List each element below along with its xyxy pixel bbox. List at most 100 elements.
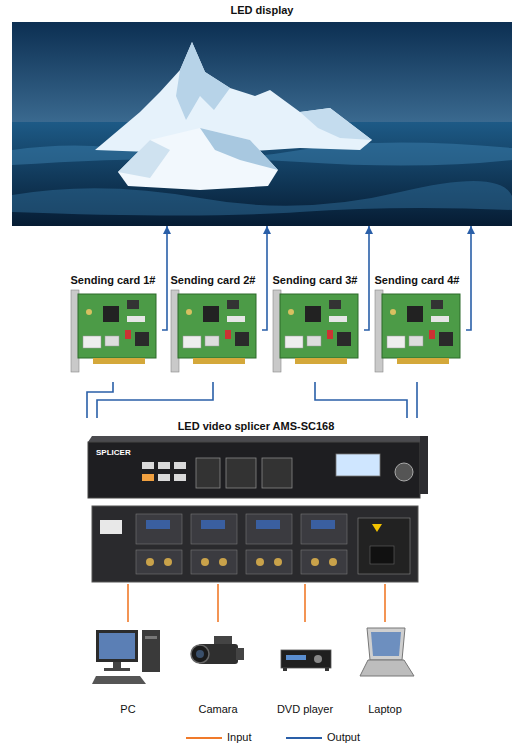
node-label: Sending card 3# <box>266 274 364 287</box>
connector-line <box>162 226 167 330</box>
splicer-device-picture-part <box>256 520 280 529</box>
connector-line <box>416 382 418 418</box>
sending-card-picture-part <box>71 290 156 372</box>
arrow-head <box>365 226 373 234</box>
splicer-device-picture-part <box>301 514 347 544</box>
node-label: PC <box>85 703 171 716</box>
input-device-pictures-part <box>325 668 329 671</box>
led-screen-picture-part <box>12 22 512 226</box>
output-connector <box>97 382 213 418</box>
splicer-device-picture-part <box>372 524 382 532</box>
input-source: Laptop <box>342 622 428 718</box>
legend-samples-part <box>186 737 222 739</box>
input-device-pictures <box>92 628 414 684</box>
sending-card: Sending card 1# <box>64 272 162 382</box>
node-label: Sending card 2# <box>164 274 262 287</box>
splicer-device-picture-part <box>142 462 154 469</box>
node-label: DVD player <box>262 703 348 716</box>
node-label: Sending card 1# <box>64 274 162 287</box>
legend-text: Output <box>327 731 360 744</box>
output-connector <box>466 226 475 330</box>
splicer-device-picture-part <box>174 474 186 481</box>
led-screen-picture-part <box>118 140 170 178</box>
connector-line <box>262 226 267 330</box>
sending-card-picture <box>71 290 460 372</box>
splicer-device-picture-part <box>219 558 227 566</box>
output-connector <box>262 226 271 330</box>
legend-samples-part <box>286 737 322 739</box>
connector-line <box>97 382 213 418</box>
splicer-device-picture-part <box>174 462 186 469</box>
splicer-device-picture-part <box>191 514 237 544</box>
input-device-pictures-part <box>96 630 138 662</box>
output-connector <box>315 382 407 418</box>
splicer-device-picture-part <box>136 514 182 544</box>
input-device-pictures-part <box>99 633 135 659</box>
led-display: LED display <box>9 2 515 226</box>
input-connector <box>385 584 386 622</box>
input-device-pictures-part <box>104 668 130 671</box>
connector-line <box>217 584 219 622</box>
splicer-device-picture-part <box>191 550 237 574</box>
splicer-device-picture-part <box>311 520 335 529</box>
splicer-device-picture-part <box>395 463 413 481</box>
input-source: PC <box>85 622 171 718</box>
output-connector <box>364 226 373 330</box>
sending-card-picture-part <box>171 290 256 372</box>
led-screen-picture-part <box>300 108 372 140</box>
arrow-head <box>263 226 271 234</box>
legend-text: Input <box>227 731 251 744</box>
input-device-pictures-part <box>371 632 401 656</box>
input-connector <box>218 584 219 622</box>
output-connector <box>162 226 171 330</box>
splicer-device-picture-part <box>262 458 292 488</box>
splicer-device-picture-part <box>158 462 170 469</box>
splicer-device-picture-part <box>274 558 282 566</box>
input-device-pictures-part <box>367 628 405 660</box>
splicer-device-picture-part <box>246 514 292 544</box>
splicer-device-picture-part <box>88 436 428 442</box>
splicer-device-picture <box>88 436 428 582</box>
connector-line <box>315 382 407 418</box>
connector-line <box>364 226 369 330</box>
splicer-device-picture-part <box>88 442 420 498</box>
input-device-pictures-part <box>314 655 322 663</box>
splicer-device-picture-part <box>136 550 182 574</box>
sending-card-picture-part <box>375 290 460 372</box>
splicer-device-picture-part <box>196 458 220 488</box>
connector-line <box>304 584 306 622</box>
input-device-pictures-part <box>214 636 232 644</box>
splicer-device-picture-part <box>246 550 292 574</box>
video-splicer: LED video splicer AMS-SC168 <box>77 418 435 584</box>
splicer-device-picture-part <box>146 520 170 529</box>
splicer-device-picture-part <box>311 558 319 566</box>
input-device-pictures-part <box>286 655 306 660</box>
led-screen-picture-part <box>200 128 278 170</box>
input-device-pictures-part <box>145 636 157 639</box>
splicer-device-picture-part <box>226 458 256 488</box>
splicer-device-picture-part <box>370 546 394 564</box>
node-label: LED video splicer AMS-SC168 <box>77 420 435 433</box>
splicer-device-picture-part <box>256 558 264 566</box>
splicer-device-picture-part <box>158 474 170 481</box>
connector-line <box>466 226 471 330</box>
splicer-device-picture-part <box>164 558 172 566</box>
splicer-device-picture-part <box>100 520 122 534</box>
input-device-pictures-part <box>236 648 244 660</box>
input-device-pictures-part <box>191 645 209 663</box>
led-screen-picture-part <box>95 42 372 152</box>
connector-line <box>384 584 386 622</box>
input-device-pictures-part <box>283 668 287 671</box>
input-connector <box>128 584 129 622</box>
node-label: LED display <box>9 4 515 17</box>
splicer-device-picture-part <box>146 558 154 566</box>
splicer-device-picture-part <box>142 474 154 481</box>
arrow-head <box>163 226 171 234</box>
input-device-pictures-part <box>142 630 160 672</box>
splicer-device-picture-part <box>420 436 428 494</box>
node-label: Laptop <box>342 703 428 716</box>
arrow-head <box>467 226 475 234</box>
input-device-pictures-part <box>196 650 204 658</box>
